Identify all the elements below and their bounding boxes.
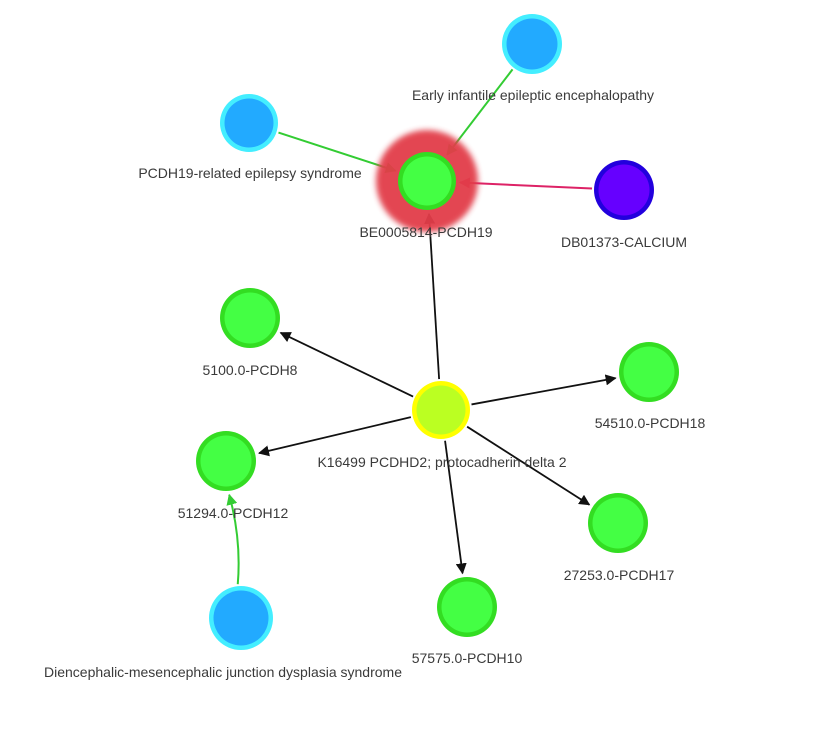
node-pcdh17[interactable] [588,493,648,553]
node-pcdh8[interactable] [220,288,280,348]
node-be0005814[interactable] [376,130,478,232]
node-pcdh10[interactable] [437,577,497,637]
node-pcdh19-epilepsy[interactable] [220,94,278,152]
node-label-pcdh17: 27253.0-PCDH17 [564,567,675,583]
node-diencephalic[interactable] [209,586,273,650]
edge-k16499-to-pcdh17[interactable] [466,425,591,506]
node-core [416,385,466,435]
node-core [592,497,644,549]
edge-k16499-to-pcdh12[interactable] [258,416,412,457]
node-label-be0005814: BE0005814-PCDH19 [359,224,492,240]
edge-k16499-to-pcdh18[interactable] [471,374,617,406]
node-label-diencephalic: Diencephalic-mesencephalic junction dysp… [44,664,402,680]
edges-layer [226,68,617,585]
node-core [598,164,650,216]
edge-k16499-to-pcdh8[interactable] [279,331,414,398]
node-label-pcdh12: 51294.0-PCDH12 [178,505,289,521]
nodes-layer [196,14,679,650]
node-label-pcdh10: 57575.0-PCDH10 [412,650,523,666]
node-label-pcdh8: 5100.0-PCDH8 [203,362,298,378]
node-core [623,346,675,398]
node-label-pcdh18: 54510.0-PCDH18 [595,415,706,431]
edge-diencephalic-to-pcdh12[interactable] [226,493,240,585]
node-early-infantile[interactable] [502,14,562,74]
node-core [200,435,252,487]
node-core [224,292,276,344]
node-db01373[interactable] [594,160,654,220]
node-core [441,581,493,633]
node-pcdh18[interactable] [619,342,679,402]
edge-pcdh19-epilepsy-to-be0005814[interactable] [278,131,397,173]
node-pcdh12[interactable] [196,431,256,491]
edge-db01373-to-be0005814[interactable] [458,177,593,190]
node-core [224,98,274,148]
node-k16499[interactable] [412,381,470,439]
node-core [213,590,269,646]
node-label-db01373: DB01373-CALCIUM [561,234,687,250]
edge-k16499-to-pcdh10[interactable] [444,440,467,575]
node-label-pcdh19-epilepsy: PCDH19-related epilepsy syndrome [138,165,362,181]
node-label-k16499: K16499 PCDHD2; protocadherin delta 2 [317,454,566,470]
edge-k16499-to-be0005814[interactable] [424,212,441,380]
node-label-early-infantile: Early infantile epileptic encephalopathy [412,87,654,103]
node-core [506,18,558,70]
node-core [402,156,452,206]
labels-layer: BE0005814-PCDH19 Early infantile epilepti… [44,87,705,680]
